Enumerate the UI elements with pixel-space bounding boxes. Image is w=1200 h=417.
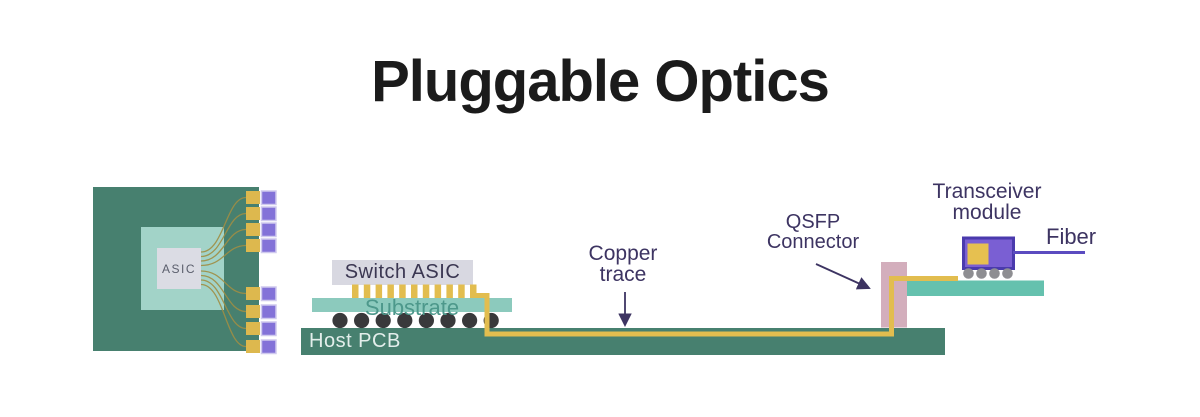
qsfp-annotation: QSFP Connector <box>753 212 873 252</box>
side-view-assembly <box>301 236 1085 355</box>
qsfp-annotation-line1: QSFP <box>785 211 841 233</box>
transceiver-annotation: Transceiver module <box>923 181 1051 223</box>
transceiver-optical-block <box>967 243 989 265</box>
module-board <box>907 280 1044 296</box>
purple-edge-pads <box>260 190 277 355</box>
fanout-traces <box>200 196 247 348</box>
page-title: Pluggable Optics <box>371 49 830 114</box>
gold-edge-pads <box>246 191 260 353</box>
copper-trace-annotation-line1: Copper <box>588 242 658 265</box>
host-pcb-label: Host PCB <box>309 330 401 352</box>
copper-trace-annotation: Copper trace <box>563 243 683 285</box>
switch-asic <box>332 260 473 285</box>
asic-package-top-view <box>93 187 277 355</box>
asic-pins <box>352 284 477 298</box>
transceiver-annotation-line1: Transceiver <box>932 180 1042 203</box>
transceiver-annotation-line2: module <box>952 201 1022 224</box>
switch-asic-label: Switch ASIC <box>344 261 461 283</box>
substrate <box>312 298 512 312</box>
fiber-annotation: Fiber <box>1046 224 1097 249</box>
module-balls <box>963 268 1013 279</box>
copper-trace <box>471 276 958 337</box>
asic-die <box>157 248 201 289</box>
transceiver-module <box>962 236 1085 279</box>
asic-die-label: ASIC <box>161 261 196 276</box>
qsfp-annotation-line2: Connector <box>766 231 860 253</box>
qsfp-arrow <box>815 263 871 290</box>
substrate-label: Substrate <box>364 295 460 320</box>
copper-trace-annotation-line2: trace <box>599 263 647 286</box>
